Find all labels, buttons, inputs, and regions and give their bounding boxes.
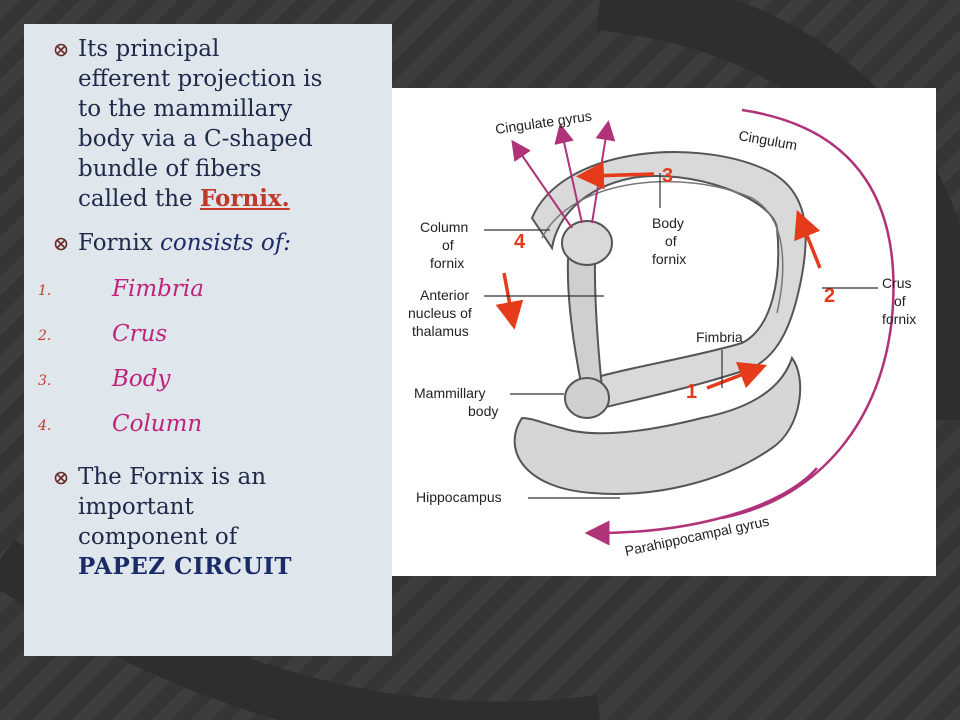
list-number: 2. [38,328,52,344]
cingulate-arrow [554,123,583,224]
p3-line: important [78,494,194,520]
bullet-efferent-projection: Its principal efferent projection is to … [54,34,398,214]
label-anterior-nucleus-1: Anterior [420,287,469,303]
papez-circuit-text: PAPEZ CIRCUIT [78,553,293,580]
direction-arrow-4 [495,272,524,330]
label-crus-of-fornix-2: of [894,293,906,309]
fornix-parts-list: 1. Fimbria 2. Crus 3. Body 4. Column [24,276,392,456]
circled-cross-bullet-icon [54,471,68,485]
p1-line: efferent projection is [78,66,323,92]
label-crus-of-fornix-1: Crus [882,275,912,291]
label-body-of-fornix-2: of [665,233,677,249]
label-body-of-fornix-3: fornix [652,251,686,267]
list-number: 4. [38,418,52,434]
p3-line: The Fornix is an [78,464,267,490]
bullet-papez-circuit: The Fornix is an important component of … [54,462,378,582]
list-item: 4. Column [24,411,392,456]
circled-cross-bullet-icon [54,43,68,57]
p1-line: bundle of fibers [78,156,262,182]
p1-line: body via a C-shaped [78,126,313,152]
p2-prefix: Fornix [78,230,160,256]
label-fimbria: Fimbria [696,329,743,345]
step-number-2: 2 [824,285,835,307]
list-text: Column [112,411,203,437]
list-item: 1. Fimbria [24,276,392,321]
bullet-fornix-consists: Fornix consists of: [54,228,392,258]
label-body-of-fornix-1: Body [652,215,684,231]
label-hippocampus: Hippocampus [416,489,502,505]
fornix-diagram: 1 2 3 4 Cingulate gyrus Cingulum Column … [392,88,936,576]
list-item: 3. Body [24,366,392,411]
label-column-of-fornix-3: fornix [430,255,464,271]
direction-arrow-2 [794,210,822,269]
circled-cross-bullet-icon [54,237,68,251]
step-number-4: 4 [514,231,526,253]
list-number: 1. [38,283,52,299]
list-text: Crus [112,321,168,347]
label-mammillary-body-1: Mammillary [414,385,486,401]
label-anterior-nucleus-3: thalamus [412,323,469,339]
hippocampus-shape [513,355,802,495]
step-number-3: 3 [662,165,673,187]
label-mammillary-body-2: body [468,403,498,419]
p1-line: Its principal [78,36,220,62]
list-item: 2. Crus [24,321,392,366]
label-column-of-fornix-1: Column [420,219,468,235]
p1-prefix: called the [78,186,200,212]
direction-arrow-3 [576,161,655,190]
label-cingulate-gyrus: Cingulate gyrus [494,108,593,137]
mammillary-body-shape [564,377,610,419]
cingulate-arrow [511,139,573,229]
direction-arrow-1 [706,361,768,390]
label-anterior-nucleus-2: nucleus of [408,305,472,321]
step-number-1: 1 [686,381,697,403]
list-text: Body [112,366,171,392]
label-crus-of-fornix-3: fornix [882,311,916,327]
label-parahippocampal-gyrus: Parahippocampal gyrus [623,513,770,559]
label-column-of-fornix-2: of [442,237,454,253]
p3-line: component of [78,524,238,550]
list-number: 3. [38,373,52,389]
fornix-highlight: Fornix. [199,185,290,212]
list-text: Fimbria [112,276,204,302]
fornix-inner-band [541,180,784,314]
parahippocampal-pathway [584,467,818,546]
p1-line: to the mammillary [78,96,293,122]
cingulum-pathway [721,108,895,520]
p1-line-last: called the Fornix. [78,184,398,214]
p2-italic: consists of: [160,230,291,256]
anterior-nucleus-shape [561,220,613,266]
label-cingulum: Cingulum [737,127,798,153]
fornix-illustration: 1 2 3 4 Cingulate gyrus Cingulum Column … [408,108,916,559]
text-panel: Its principal efferent projection is to … [24,24,392,656]
